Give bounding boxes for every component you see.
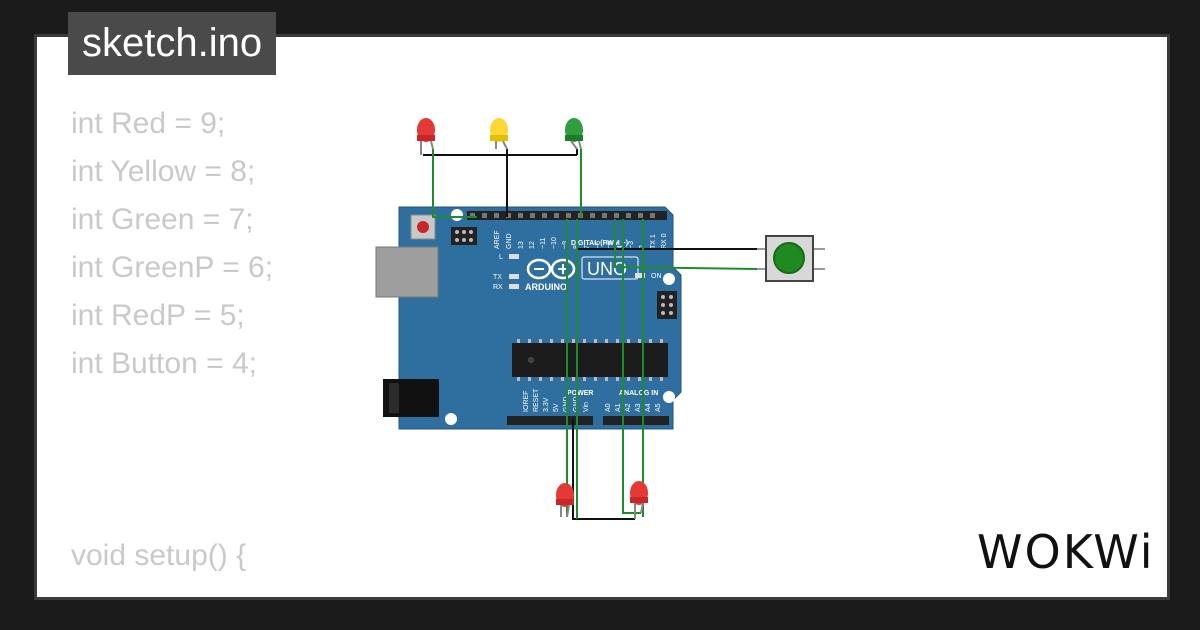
wokwi-logo: WOKWi (977, 525, 1155, 579)
pin-label: 4 (617, 245, 624, 249)
pin-label: 7 (584, 245, 591, 249)
arduino-uno-board[interactable]: AREF GND 13 12 ~11 ~10 ~9 8 7 ~6 ~5 4 ~3… (375, 206, 682, 430)
tx-led (509, 274, 519, 279)
analog-pin-header[interactable] (603, 416, 669, 425)
code-line: int RedP = 5; (71, 299, 245, 332)
pin-label: A0 (605, 403, 612, 412)
circuit-diagram[interactable]: AREF GND 13 12 ~11 ~10 ~9 8 7 ~6 ~5 4 ~3… (37, 37, 1167, 597)
code-line: int Button = 4; (71, 347, 257, 380)
l-led (509, 254, 519, 259)
pin-label: AREF (494, 230, 501, 249)
analog-label: ANALOG IN (619, 390, 658, 397)
pin-label: ~5 (606, 241, 613, 249)
icsp-header-right (657, 291, 677, 319)
tx-label: TX (493, 274, 502, 281)
usb-port (375, 246, 439, 298)
mounting-hole (663, 391, 675, 403)
power-label: POWER (567, 390, 593, 397)
mounting-hole (451, 209, 463, 221)
push-button[interactable] (757, 235, 825, 282)
on-led (635, 273, 645, 278)
code-line: int Yellow = 8; (71, 155, 256, 188)
power-pin-header[interactable] (507, 416, 593, 425)
pin-label: 12 (529, 241, 536, 249)
pin-label: A5 (655, 403, 662, 412)
pin-label: ~6 (595, 241, 602, 249)
code-line: int GreenP = 6; (71, 251, 274, 284)
l-label: L (499, 254, 503, 261)
led-pedestrian-red-2-icon[interactable] (630, 481, 648, 519)
pin-label: A3 (635, 403, 642, 412)
led-green-icon[interactable] (565, 118, 583, 150)
pin-label: ~10 (551, 237, 558, 249)
rx-label: RX (493, 284, 503, 291)
digital-label: DIGITAL (PWM ~) (571, 240, 628, 247)
preview-card: int Red = 9; int Yellow = 8; int Green =… (34, 34, 1170, 600)
file-tab[interactable]: sketch.ino (68, 12, 277, 75)
code-line: void setup() { (71, 539, 247, 572)
pin-label: Vin (583, 402, 590, 412)
icsp-header (451, 227, 477, 245)
signal-wires (432, 149, 758, 519)
ground-wires (423, 149, 757, 520)
pin-label: A4 (645, 403, 652, 412)
led-pedestrian-red-icon[interactable] (556, 483, 574, 518)
mounting-hole (663, 273, 675, 285)
reset-button[interactable] (410, 214, 436, 240)
pin-label: A2 (625, 403, 632, 412)
pin-label: ~11 (540, 238, 547, 249)
mounting-hole (445, 413, 457, 425)
pin-label: RX 0 (661, 233, 668, 249)
pin-label: 3.3V (543, 397, 550, 412)
pin-label: 5V (553, 403, 560, 412)
pin-label: TX 1 (650, 234, 657, 249)
pin-label: GND (506, 233, 513, 249)
rx-led (509, 284, 519, 289)
pin-label: A1 (615, 403, 622, 412)
pin-label: RESET (533, 388, 540, 412)
code-line: int Green = 7; (71, 203, 254, 236)
on-label: ON (651, 273, 662, 280)
pin-label: 13 (518, 241, 525, 249)
reset-button-cap[interactable] (417, 221, 429, 233)
pin-label: ~3 (628, 241, 635, 249)
microcontroller-chip (512, 343, 668, 377)
arduino-logo-text: ARDUINO (525, 282, 567, 292)
code-line: int Red = 9; (71, 107, 226, 140)
board-model: UNO (587, 259, 627, 279)
led-yellow-icon[interactable] (490, 118, 508, 150)
pin-label: IOREF (523, 391, 530, 412)
led-red-icon[interactable] (417, 118, 435, 155)
pin-label: ~9 (562, 241, 569, 249)
